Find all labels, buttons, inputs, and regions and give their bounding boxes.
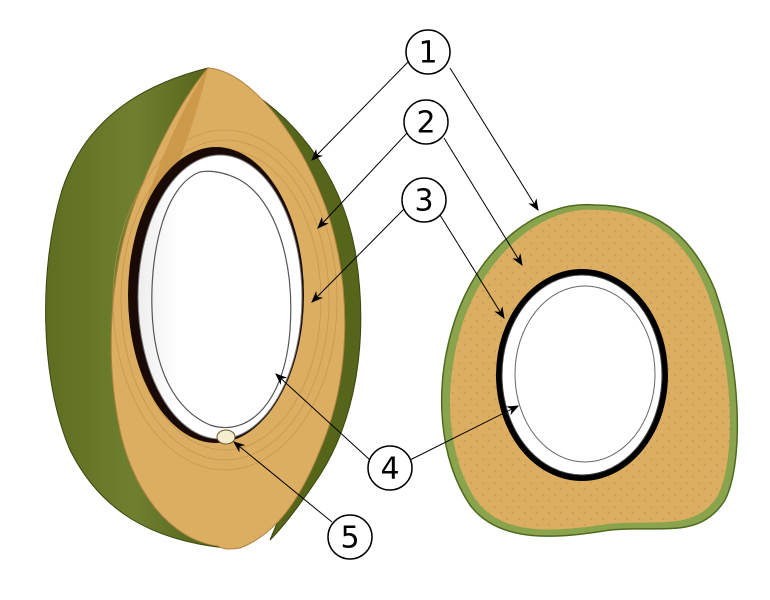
embryo: [216, 429, 236, 445]
leader-lines: [233, 59, 539, 523]
callout-1: 1: [405, 29, 451, 75]
coconut-cross-section: [440, 203, 739, 537]
leader-1-right: [449, 67, 539, 212]
callout-4-label: 4: [380, 452, 399, 487]
leader-4-left: [275, 373, 371, 461]
callout-3-label: 3: [414, 184, 433, 219]
coconut-longitudinal-section: [45, 67, 362, 550]
callout-4: 4: [367, 445, 413, 491]
cavity-cross: [514, 285, 656, 463]
leader-4-right: [409, 405, 520, 461]
endosperm: [137, 154, 303, 440]
callout-1-label: 1: [418, 36, 437, 71]
callout-3: 3: [401, 177, 447, 223]
leader-1-left: [311, 59, 411, 161]
callout-2-label: 2: [416, 106, 435, 141]
leader-2-left: [317, 131, 409, 229]
callout-2: 2: [403, 99, 449, 145]
leader-3-right: [439, 214, 505, 320]
leader-2-right: [443, 137, 523, 267]
endosperm-cross: [501, 274, 663, 476]
leader-5: [233, 441, 333, 523]
cavity-outline: [151, 170, 292, 429]
callout-5-label: 5: [340, 521, 359, 556]
callout-5: 5: [327, 514, 373, 560]
leader-3-left: [311, 207, 406, 303]
